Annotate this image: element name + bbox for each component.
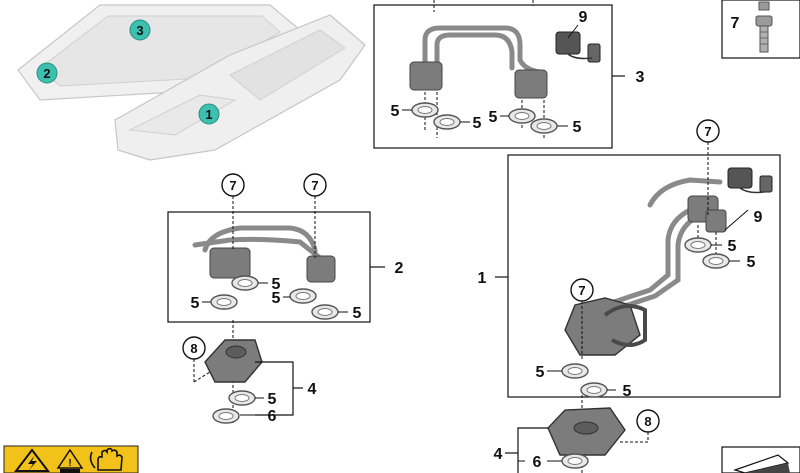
callout-5[interactable]: 5 bbox=[623, 383, 632, 400]
overview-battery-housing bbox=[17, 4, 366, 161]
callout-1[interactable]: 1 bbox=[478, 270, 487, 287]
o-ring bbox=[684, 237, 712, 253]
pipe-assembly-2 bbox=[192, 225, 323, 263]
o-ring bbox=[561, 453, 589, 469]
callout-7[interactable]: 7 bbox=[229, 178, 236, 193]
callout-4[interactable]: 4 bbox=[494, 446, 503, 463]
assembly-box-1 bbox=[507, 154, 781, 398]
o-ring bbox=[228, 390, 256, 406]
callout-7[interactable]: 7 bbox=[731, 15, 740, 32]
callout-8[interactable]: 8 bbox=[190, 341, 197, 356]
hardware-box bbox=[721, 0, 800, 59]
callout-5[interactable]: 5 bbox=[473, 115, 482, 132]
protective-gloves-icon bbox=[89, 447, 123, 471]
callout-5[interactable]: 5 bbox=[747, 254, 756, 271]
callout-5[interactable]: 5 bbox=[191, 295, 200, 312]
o-ring bbox=[561, 363, 589, 379]
callout-5[interactable]: 5 bbox=[573, 119, 582, 136]
o-ring bbox=[210, 294, 238, 310]
o-ring bbox=[702, 253, 730, 269]
o-ring bbox=[212, 408, 240, 424]
overview-marker-3[interactable]: 3 bbox=[129, 19, 151, 41]
adapter-plate bbox=[204, 339, 263, 383]
callout-7[interactable]: 7 bbox=[578, 283, 585, 298]
callout-5[interactable]: 5 bbox=[391, 103, 400, 120]
sensor-part bbox=[555, 31, 601, 63]
callout-6[interactable]: 6 bbox=[533, 454, 542, 471]
pipe-assembly-3 bbox=[422, 25, 543, 75]
bolt-part bbox=[755, 1, 773, 53]
o-ring bbox=[311, 304, 339, 320]
callout-9[interactable]: 9 bbox=[579, 9, 588, 26]
read-manual-icon: ! bbox=[56, 448, 84, 473]
o-ring bbox=[433, 114, 461, 130]
connector-block bbox=[209, 247, 251, 279]
o-ring bbox=[508, 108, 536, 124]
o-ring bbox=[411, 102, 439, 118]
o-ring bbox=[289, 288, 317, 304]
warning-label: ! bbox=[3, 445, 139, 473]
connector-block bbox=[306, 255, 336, 283]
o-ring bbox=[231, 275, 259, 291]
callout-5[interactable]: 5 bbox=[272, 276, 281, 293]
o-ring bbox=[580, 382, 608, 398]
connector-block bbox=[409, 61, 443, 91]
overview-marker-1[interactable]: 1 bbox=[198, 103, 220, 125]
svg-text:2: 2 bbox=[43, 66, 50, 81]
connector-block bbox=[705, 209, 727, 233]
svg-text:1: 1 bbox=[205, 107, 212, 122]
overview-marker-2[interactable]: 2 bbox=[36, 62, 58, 84]
callout-5[interactable]: 5 bbox=[489, 109, 498, 126]
callout-5[interactable]: 5 bbox=[268, 391, 277, 408]
callout-7[interactable]: 7 bbox=[704, 124, 711, 139]
adapter-housing bbox=[564, 297, 647, 356]
callout-5[interactable]: 5 bbox=[353, 305, 362, 322]
arrow-icon bbox=[733, 454, 790, 473]
callout-2[interactable]: 2 bbox=[395, 260, 404, 277]
callout-6[interactable]: 6 bbox=[268, 408, 277, 425]
svg-text:3: 3 bbox=[136, 23, 143, 38]
callout-7[interactable]: 7 bbox=[311, 178, 318, 193]
callout-3[interactable]: 3 bbox=[636, 69, 645, 86]
bottom-right-box bbox=[721, 446, 800, 473]
callout-4[interactable]: 4 bbox=[308, 381, 317, 398]
sensor-part bbox=[727, 167, 773, 194]
callout-8[interactable]: 8 bbox=[644, 414, 651, 429]
o-ring bbox=[530, 118, 558, 134]
callout-5[interactable]: 5 bbox=[536, 364, 545, 381]
callout-9[interactable]: 9 bbox=[754, 209, 763, 226]
callout-5[interactable]: 5 bbox=[728, 238, 737, 255]
high-voltage-warning-icon bbox=[13, 448, 51, 472]
connector-block bbox=[514, 69, 548, 99]
callout-5[interactable]: 5 bbox=[272, 290, 281, 307]
svg-text:!: ! bbox=[68, 458, 71, 469]
adapter-plate bbox=[547, 407, 626, 456]
